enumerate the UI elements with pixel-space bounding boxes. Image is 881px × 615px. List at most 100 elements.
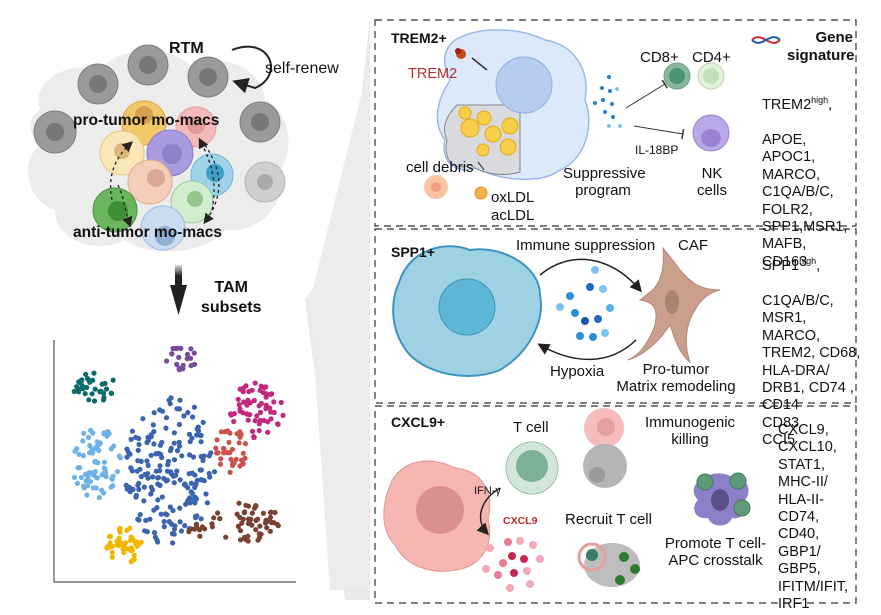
trem2-macrophage xyxy=(424,29,590,200)
scatter-point xyxy=(104,544,110,550)
scatter-point xyxy=(133,434,139,440)
scatter-point xyxy=(176,354,182,360)
gene-signature-line2: signature xyxy=(787,47,855,64)
scatter-point xyxy=(221,450,227,456)
scatter-point xyxy=(136,480,142,486)
scatter-point xyxy=(237,463,243,469)
scatter-point xyxy=(242,441,248,447)
scatter-point xyxy=(142,471,148,478)
scatter-point xyxy=(161,524,167,530)
tam-subsets-label: TAM subsets xyxy=(201,278,261,318)
trem2-gene-list: TREM2high, APOE, APOC1, MARCO, C1QA/B/C,… xyxy=(762,75,847,271)
scatter-point xyxy=(252,418,258,424)
scatter-point xyxy=(124,546,130,552)
self-renew-label: self-renew xyxy=(265,60,339,77)
scatter-point xyxy=(234,511,240,517)
scatter-point xyxy=(257,532,263,538)
scatter-point xyxy=(176,439,182,445)
hypoxia-label: Hypoxia xyxy=(550,363,605,380)
scatter-point xyxy=(227,430,233,436)
scatter-point xyxy=(274,521,280,527)
scatter-point xyxy=(92,459,98,465)
scatter-point xyxy=(115,543,121,549)
spp1-gene-list: SPP1high, C1QA/B/C, MSR1, MARCO, TREM2, … xyxy=(762,236,860,450)
scatter-point xyxy=(148,491,154,497)
nk-line1: NK xyxy=(701,165,723,182)
scatter-point xyxy=(172,523,178,529)
scatter-point xyxy=(138,474,144,480)
scatter-point xyxy=(148,432,154,438)
scatter-point xyxy=(101,470,107,476)
scatter-point xyxy=(247,400,253,406)
scatter-point xyxy=(192,481,198,487)
scatter-point xyxy=(190,454,197,460)
scatter-point xyxy=(201,453,207,459)
scatter-point xyxy=(223,534,229,540)
oxldl-label: oxLDL xyxy=(491,189,535,206)
scatter-point xyxy=(99,487,105,493)
scatter-point xyxy=(206,453,212,459)
scatter-point xyxy=(252,505,258,511)
promote-crosstalk-label: Promote T cell- APC crosstalk xyxy=(658,535,773,569)
scatter-point xyxy=(178,528,185,534)
scatter-point xyxy=(240,389,246,395)
scatter-point xyxy=(159,494,165,500)
immune-suppression-label: Immune suppression xyxy=(516,237,656,254)
scatter-point xyxy=(171,430,177,436)
gene-signature-header: Gene signature xyxy=(787,29,855,65)
scatter-point xyxy=(76,451,82,457)
scatter-point xyxy=(155,539,161,545)
scatter-point xyxy=(193,513,199,520)
transition-arrows xyxy=(109,137,220,228)
scatter-point xyxy=(271,399,277,405)
scatter-point xyxy=(157,482,163,488)
scatter-point xyxy=(204,500,210,506)
scatter-point xyxy=(161,518,167,525)
nk-cells-label: NK cells xyxy=(692,165,732,199)
scatter-point xyxy=(194,432,200,438)
scatter-point xyxy=(101,459,108,465)
scatter-point xyxy=(218,429,224,435)
trem2-gene-rest: APOE, APOC1, MARCO, C1QA/B/C, FOLR2, SPP… xyxy=(762,132,848,270)
cxcl9-gene-list: CXCL9, CXCL10, STAT1, MHC-II/ HLA-II- CD… xyxy=(778,422,849,613)
scatter-point xyxy=(86,397,92,403)
scatter-point xyxy=(237,429,243,435)
inhibit-nk xyxy=(633,125,685,140)
apc-crosstalk-graphic xyxy=(693,472,751,526)
scatter-point xyxy=(227,469,233,475)
scatter-point xyxy=(75,465,81,471)
scatter-point xyxy=(157,463,163,469)
scatter-point xyxy=(185,410,191,416)
scatter-point xyxy=(280,412,286,418)
scatter-point xyxy=(170,473,176,479)
scatter-point xyxy=(228,411,234,417)
scatter-point xyxy=(202,526,208,532)
scatter-point xyxy=(236,402,242,408)
nk-line2: cells xyxy=(696,182,727,199)
scatter-point xyxy=(171,457,178,463)
scatter-point xyxy=(231,411,237,417)
panel-frames xyxy=(374,19,857,604)
scatter-point xyxy=(85,434,92,440)
scatter-point xyxy=(166,519,172,525)
scatter-point xyxy=(249,510,255,516)
scatter-point xyxy=(265,429,271,435)
immunogenic-line1: Immunogenic xyxy=(645,414,736,431)
suppressive-line1: Suppressive xyxy=(563,165,646,182)
scatter-point xyxy=(243,502,249,508)
scatter-point xyxy=(90,430,96,436)
scatter-point xyxy=(237,537,244,543)
scatter-point xyxy=(97,389,103,395)
scatter-point xyxy=(217,516,223,522)
scatter-point xyxy=(230,462,236,469)
scatter-point xyxy=(191,404,197,410)
tam-label-line1: TAM xyxy=(214,279,248,296)
scatter-point xyxy=(236,440,242,446)
scatter-point xyxy=(157,407,163,413)
scatter-point xyxy=(117,525,123,531)
tam-label-line2: subsets xyxy=(201,299,262,316)
hypoxia-arrow xyxy=(537,339,637,361)
self-renew-arrow xyxy=(231,45,272,94)
inhibit-cd8 xyxy=(625,79,669,109)
scatter-point xyxy=(257,523,263,529)
